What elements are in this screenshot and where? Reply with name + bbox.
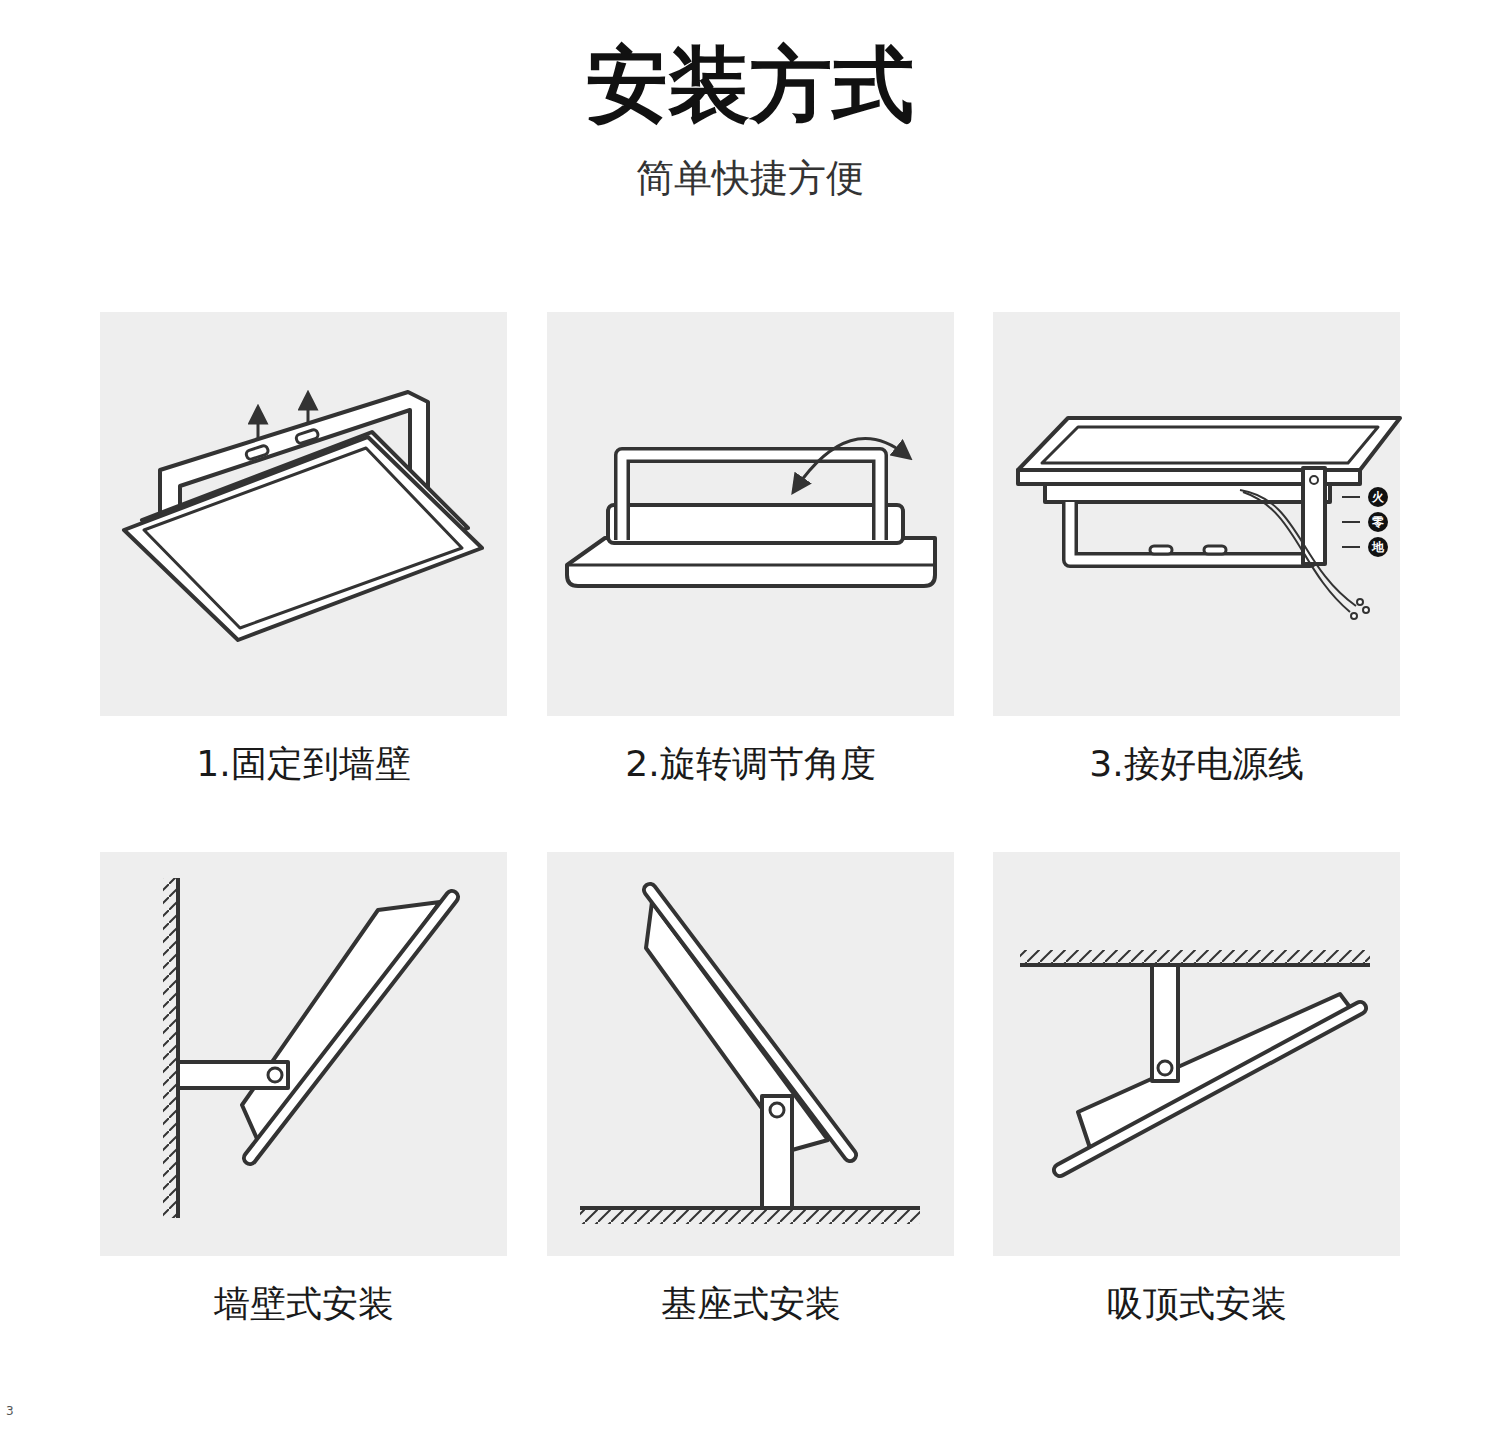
- step-caption: 3.接好电源线: [993, 742, 1400, 785]
- step-caption: 1.固定到墙壁: [100, 742, 507, 785]
- panel-grounds: [100, 312, 1400, 1256]
- power-wire: [1240, 490, 1356, 606]
- wire-end: [1351, 613, 1357, 619]
- wire-tag: 地: [1368, 537, 1388, 557]
- power-wire: [1243, 492, 1350, 612]
- ceiling-post: [1152, 965, 1178, 1081]
- install-step-panel: 1.固定到墙壁: [100, 312, 507, 791]
- arrow: [257, 412, 260, 440]
- frame-edge: [567, 564, 935, 567]
- panel-ground: [100, 312, 507, 716]
- bracket-inner: [622, 455, 880, 540]
- lamp-body: [608, 505, 903, 543]
- bracket-arm: [178, 1062, 288, 1088]
- rotate-arrow: [796, 439, 906, 488]
- lamp-frame-inner: [250, 897, 452, 1158]
- panel-ground: [547, 852, 954, 1256]
- ceiling-hatch: [1020, 950, 1370, 964]
- screw-slot: [295, 429, 319, 444]
- panel-ground: [100, 852, 507, 1256]
- wall-mount-figure: [163, 878, 452, 1218]
- leader-line: [1342, 546, 1360, 548]
- floodlight-wiring: [1018, 418, 1400, 619]
- wall-hatch: [163, 878, 178, 1218]
- floodlight-rotate: [567, 439, 935, 586]
- wall-line: [176, 878, 180, 1218]
- lamp-body: [1045, 484, 1330, 502]
- pivot: [770, 1103, 784, 1117]
- panel-ground: [993, 312, 1400, 716]
- lamp-glass: [144, 448, 462, 628]
- ground-line: [580, 1206, 920, 1210]
- page-title: 安装方式: [0, 36, 1500, 134]
- wire-tag: 零: [1368, 512, 1388, 532]
- leader-line: [1342, 521, 1360, 523]
- page-number: 3: [6, 1404, 14, 1418]
- leader-line: [1342, 496, 1360, 498]
- install-step-panel: 吸顶式安装: [993, 852, 1400, 1331]
- pivot: [268, 1068, 282, 1082]
- panel-ground: [547, 312, 954, 716]
- arrow: [307, 398, 310, 424]
- step-caption: 基座式安装: [547, 1282, 954, 1325]
- lamp-glass: [1042, 427, 1378, 463]
- step-caption: 吸顶式安装: [993, 1282, 1400, 1325]
- install-step-panel: 2.旋转调节角度: [547, 312, 954, 791]
- lamp-frame: [650, 890, 850, 1155]
- install-step-panel: 3.接好电源线: [993, 312, 1400, 791]
- screw-slot: [245, 445, 269, 460]
- bolt: [1310, 476, 1318, 484]
- install-step-panel: 基座式安装: [547, 852, 954, 1331]
- wire-end: [1363, 607, 1369, 613]
- lamp-frame: [1018, 418, 1400, 470]
- lamp-frame: [124, 437, 482, 640]
- lamp-frame: [567, 538, 935, 586]
- ceiling-line: [1020, 963, 1370, 967]
- base-post: [762, 1096, 792, 1208]
- screw-slot: [1150, 546, 1172, 554]
- ground-hatch: [580, 1210, 920, 1224]
- step-caption: 墙壁式安装: [100, 1282, 507, 1325]
- install-step-panel: 墙壁式安装: [100, 852, 507, 1331]
- panel-ground: [993, 852, 1400, 1256]
- pivot: [1158, 1061, 1172, 1075]
- lamp-body: [646, 902, 828, 1150]
- wire-end: [1357, 599, 1363, 605]
- base-mount-figure: [580, 890, 920, 1224]
- lamp-frame-inner: [650, 890, 850, 1155]
- screw-slot: [1204, 546, 1226, 554]
- lamp-frame-inner: [1060, 1008, 1360, 1170]
- lamp-frame: [1060, 1008, 1360, 1170]
- step-caption: 2.旋转调节角度: [547, 742, 954, 785]
- lamp-body: [1078, 994, 1352, 1148]
- subtitle: 简单快捷方便: [636, 153, 864, 204]
- wire-tag: 火: [1368, 487, 1388, 507]
- floodlight-underside: [124, 392, 482, 640]
- ceiling-mount-figure: [1020, 950, 1370, 1170]
- lamp-frame: [250, 897, 452, 1158]
- bracket: [622, 455, 880, 540]
